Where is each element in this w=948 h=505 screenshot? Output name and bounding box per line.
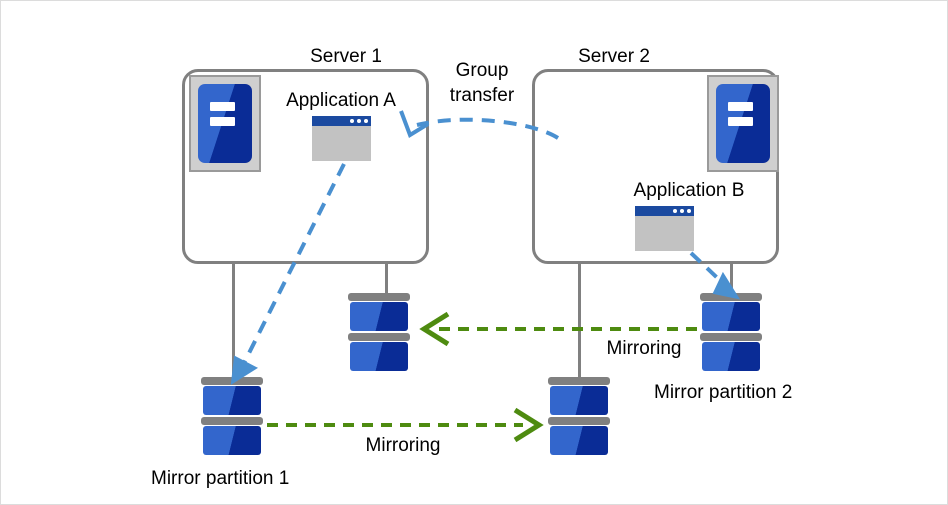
disk-body [203, 386, 261, 415]
disk-stack-mirror-partition-1 [201, 377, 263, 457]
disk-cap [201, 377, 263, 385]
mirror-partition-2-label: Mirror partition 2 [654, 382, 793, 403]
connector-server2-to-partition2 [730, 263, 733, 296]
app-window-dot [364, 119, 368, 123]
server-bar-bottom [209, 117, 235, 126]
application-a-label: Application A [286, 90, 396, 111]
app-window-titlebar [312, 116, 371, 126]
disk-body [350, 302, 408, 331]
server-chassis [716, 84, 770, 163]
disk-cap [348, 333, 410, 341]
server-bar-top [209, 102, 235, 111]
server-1-title: Server 1 [310, 46, 382, 67]
application-b-label: Application B [633, 180, 745, 201]
disk-cap [201, 417, 263, 425]
server-2-unit-icon [707, 75, 779, 172]
server-chassis [198, 84, 252, 163]
disk-cap [548, 417, 610, 425]
app-window-dot [357, 119, 361, 123]
app-window-titlebar [635, 206, 694, 216]
disk-stack-server2-lower [548, 377, 610, 457]
disk-body [702, 302, 760, 331]
server-bar-bottom [727, 117, 753, 126]
application-b-window-icon [635, 206, 694, 251]
disk-body [203, 426, 261, 455]
disk-cap [700, 333, 762, 341]
disk-stack-mirror-partition-2 [700, 293, 762, 373]
server-2-title: Server 2 [578, 46, 650, 67]
disk-body [702, 342, 760, 371]
mirroring-bottom-label: Mirroring [365, 435, 441, 456]
app-window-dot [673, 209, 677, 213]
connector-server1-to-partition1 [232, 263, 235, 381]
mirroring-top-label: Mirroring [606, 338, 682, 359]
server-bar-top [727, 102, 753, 111]
mirroring-top-arrowhead [419, 311, 450, 347]
group-transfer-label-line1: Group [455, 60, 509, 81]
disk-body [350, 342, 408, 371]
server-1-unit-icon [189, 75, 261, 172]
group-transfer-label-line2: transfer [449, 85, 515, 106]
connector-server1-to-middle-disk [385, 263, 388, 296]
disk-cap [348, 293, 410, 301]
app-window-dot [680, 209, 684, 213]
disk-body [550, 426, 608, 455]
app-window-dot [350, 119, 354, 123]
application-a-window-icon [312, 116, 371, 161]
disk-body [550, 386, 608, 415]
app-window-dot [687, 209, 691, 213]
mirror-partition-1-label: Mirror partition 1 [151, 468, 290, 489]
connector-server2-to-lower-disk [578, 263, 581, 381]
disk-cap [548, 377, 610, 385]
mirroring-bottom-arrowhead [513, 407, 544, 443]
disk-cap [700, 293, 762, 301]
disk-stack-server1-middle [348, 293, 410, 373]
